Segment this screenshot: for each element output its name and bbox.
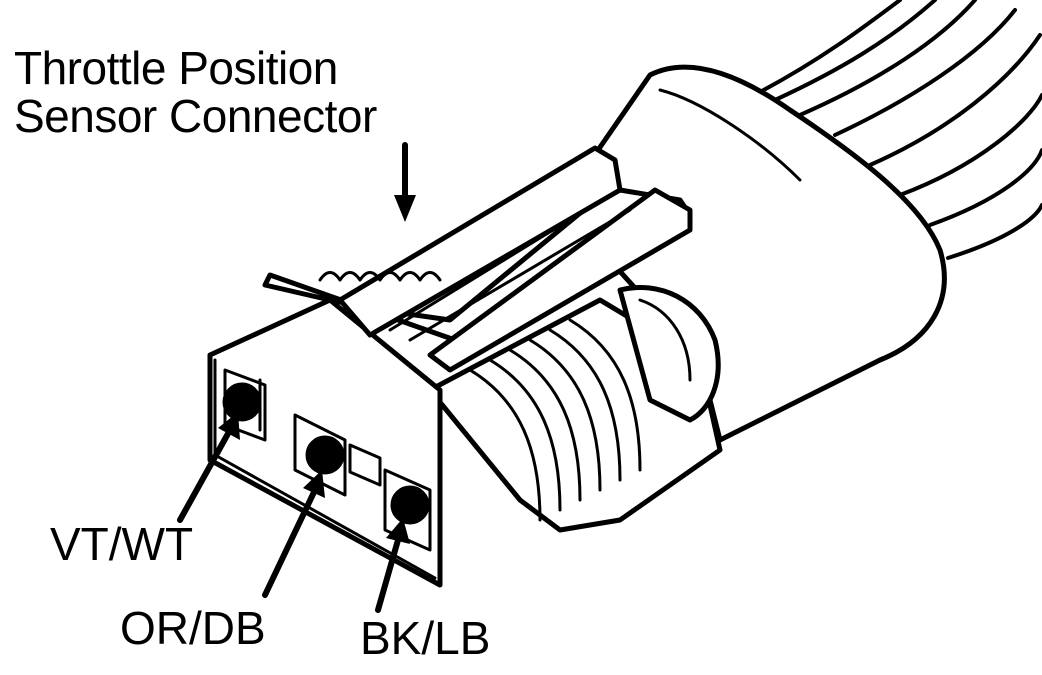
wire-bundle: [758, 0, 1042, 260]
terminal-label-or-db: OR/DB: [120, 602, 266, 654]
vt-wt-leader: [177, 427, 233, 523]
pin-3: [390, 485, 430, 525]
housing-ribs: [468, 318, 642, 522]
title-arrowhead: [394, 195, 416, 222]
top-rail-1: [337, 145, 623, 338]
bk-lb-arrowhead: [386, 518, 410, 544]
connector-title: Throttle Position Sensor Connector: [14, 44, 377, 141]
top-spring: [318, 271, 442, 282]
pin-2: [305, 435, 345, 475]
vt-wt-arrowhead: [218, 412, 240, 440]
or-db-arrowhead: [303, 470, 325, 498]
side-latch-bump: [617, 284, 721, 423]
connector-title-line2: Sensor Connector: [14, 90, 377, 143]
or-db-leader: [262, 487, 318, 598]
pin-1: [222, 382, 262, 422]
terminal-label-bk-lb: BK/LB: [360, 612, 491, 664]
terminal-label-vt-wt: VT/WT: [50, 518, 194, 570]
harness-boot: [557, 64, 947, 443]
bk-lb-leader: [375, 537, 401, 613]
connector-title-line1: Throttle Position: [14, 42, 338, 94]
